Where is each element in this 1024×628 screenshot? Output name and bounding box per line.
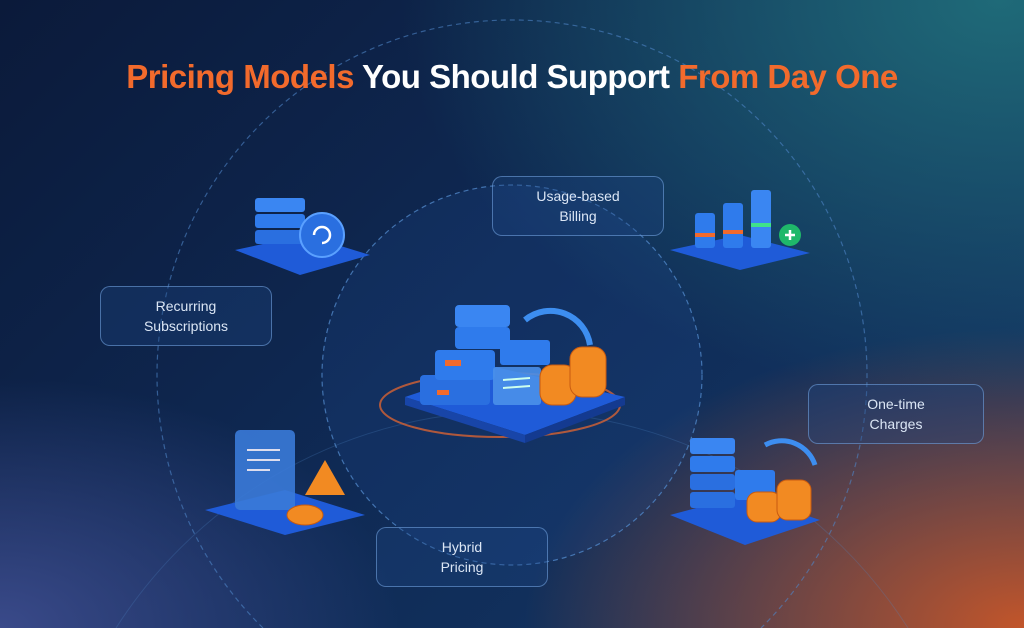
bar-chart-plus-icon: [670, 190, 810, 270]
server-refresh-icon: [235, 198, 370, 275]
server-coins-icon: [670, 438, 820, 545]
invoice-coin-icon: [205, 430, 365, 535]
page-title: Pricing Models You Should Support From D…: [126, 58, 898, 95]
billing-platform-icon: [379, 305, 625, 443]
middle-ring: [156, 19, 868, 628]
